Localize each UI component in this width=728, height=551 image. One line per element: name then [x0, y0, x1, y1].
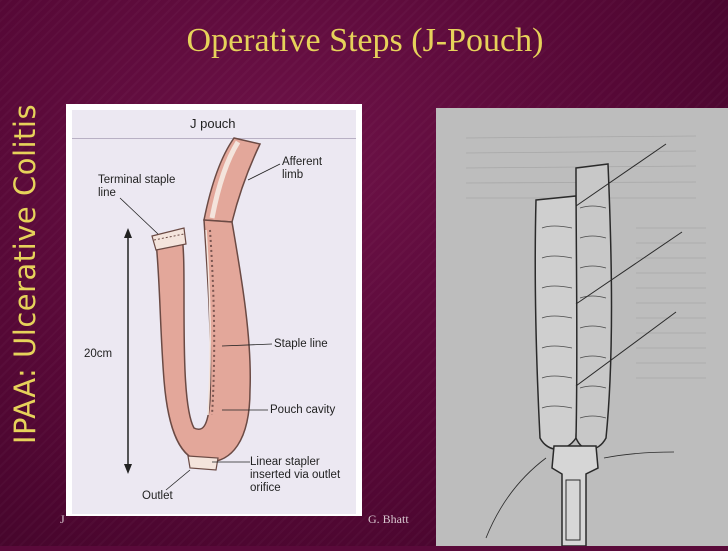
diagram-header: J pouch — [72, 110, 356, 139]
label-linear-stapler: Linear stapler inserted via outlet orifi… — [250, 456, 341, 494]
length-arrow-bottom — [124, 464, 132, 474]
j-pouch-diagram-panel: J pouch Ter — [66, 104, 362, 516]
sketch-right-limb — [575, 163, 613, 450]
terminal-staple-cap — [151, 227, 187, 251]
side-title: IPAA: Ulcerative Colitis — [2, 74, 48, 474]
surgical-sketch-panel — [436, 108, 728, 547]
staple-line-mark — [209, 229, 216, 416]
label-outlet: Outlet — [142, 490, 173, 502]
diagram-header-text: J pouch — [190, 116, 236, 131]
side-title-text: IPAA: Ulcerative Colitis — [8, 103, 42, 445]
j-pouch-drawing — [119, 137, 281, 491]
pouch-shape — [155, 219, 251, 463]
label-staple-line: Staple line — [274, 338, 328, 350]
label-length: 20cm — [84, 348, 113, 360]
footer-right: G. Bhatt — [368, 512, 409, 526]
footer-left: J — [60, 512, 65, 526]
surgical-sketch — [436, 108, 728, 547]
terminal-staple-line-mark — [153, 233, 185, 241]
sketch-left-limb — [534, 195, 580, 450]
label-afferent-limb: Afferent limb — [282, 156, 323, 181]
j-pouch-diagram: J pouch Ter — [72, 110, 356, 514]
afferent-limb-wall — [209, 140, 241, 219]
label-terminal-staple-line: Terminal staple line — [98, 174, 176, 199]
outlet-shape — [187, 455, 219, 471]
page-title: Operative Steps (J-Pouch) — [186, 22, 544, 59]
length-arrow-top — [124, 228, 132, 238]
label-pouch-cavity: Pouch cavity — [270, 404, 336, 416]
